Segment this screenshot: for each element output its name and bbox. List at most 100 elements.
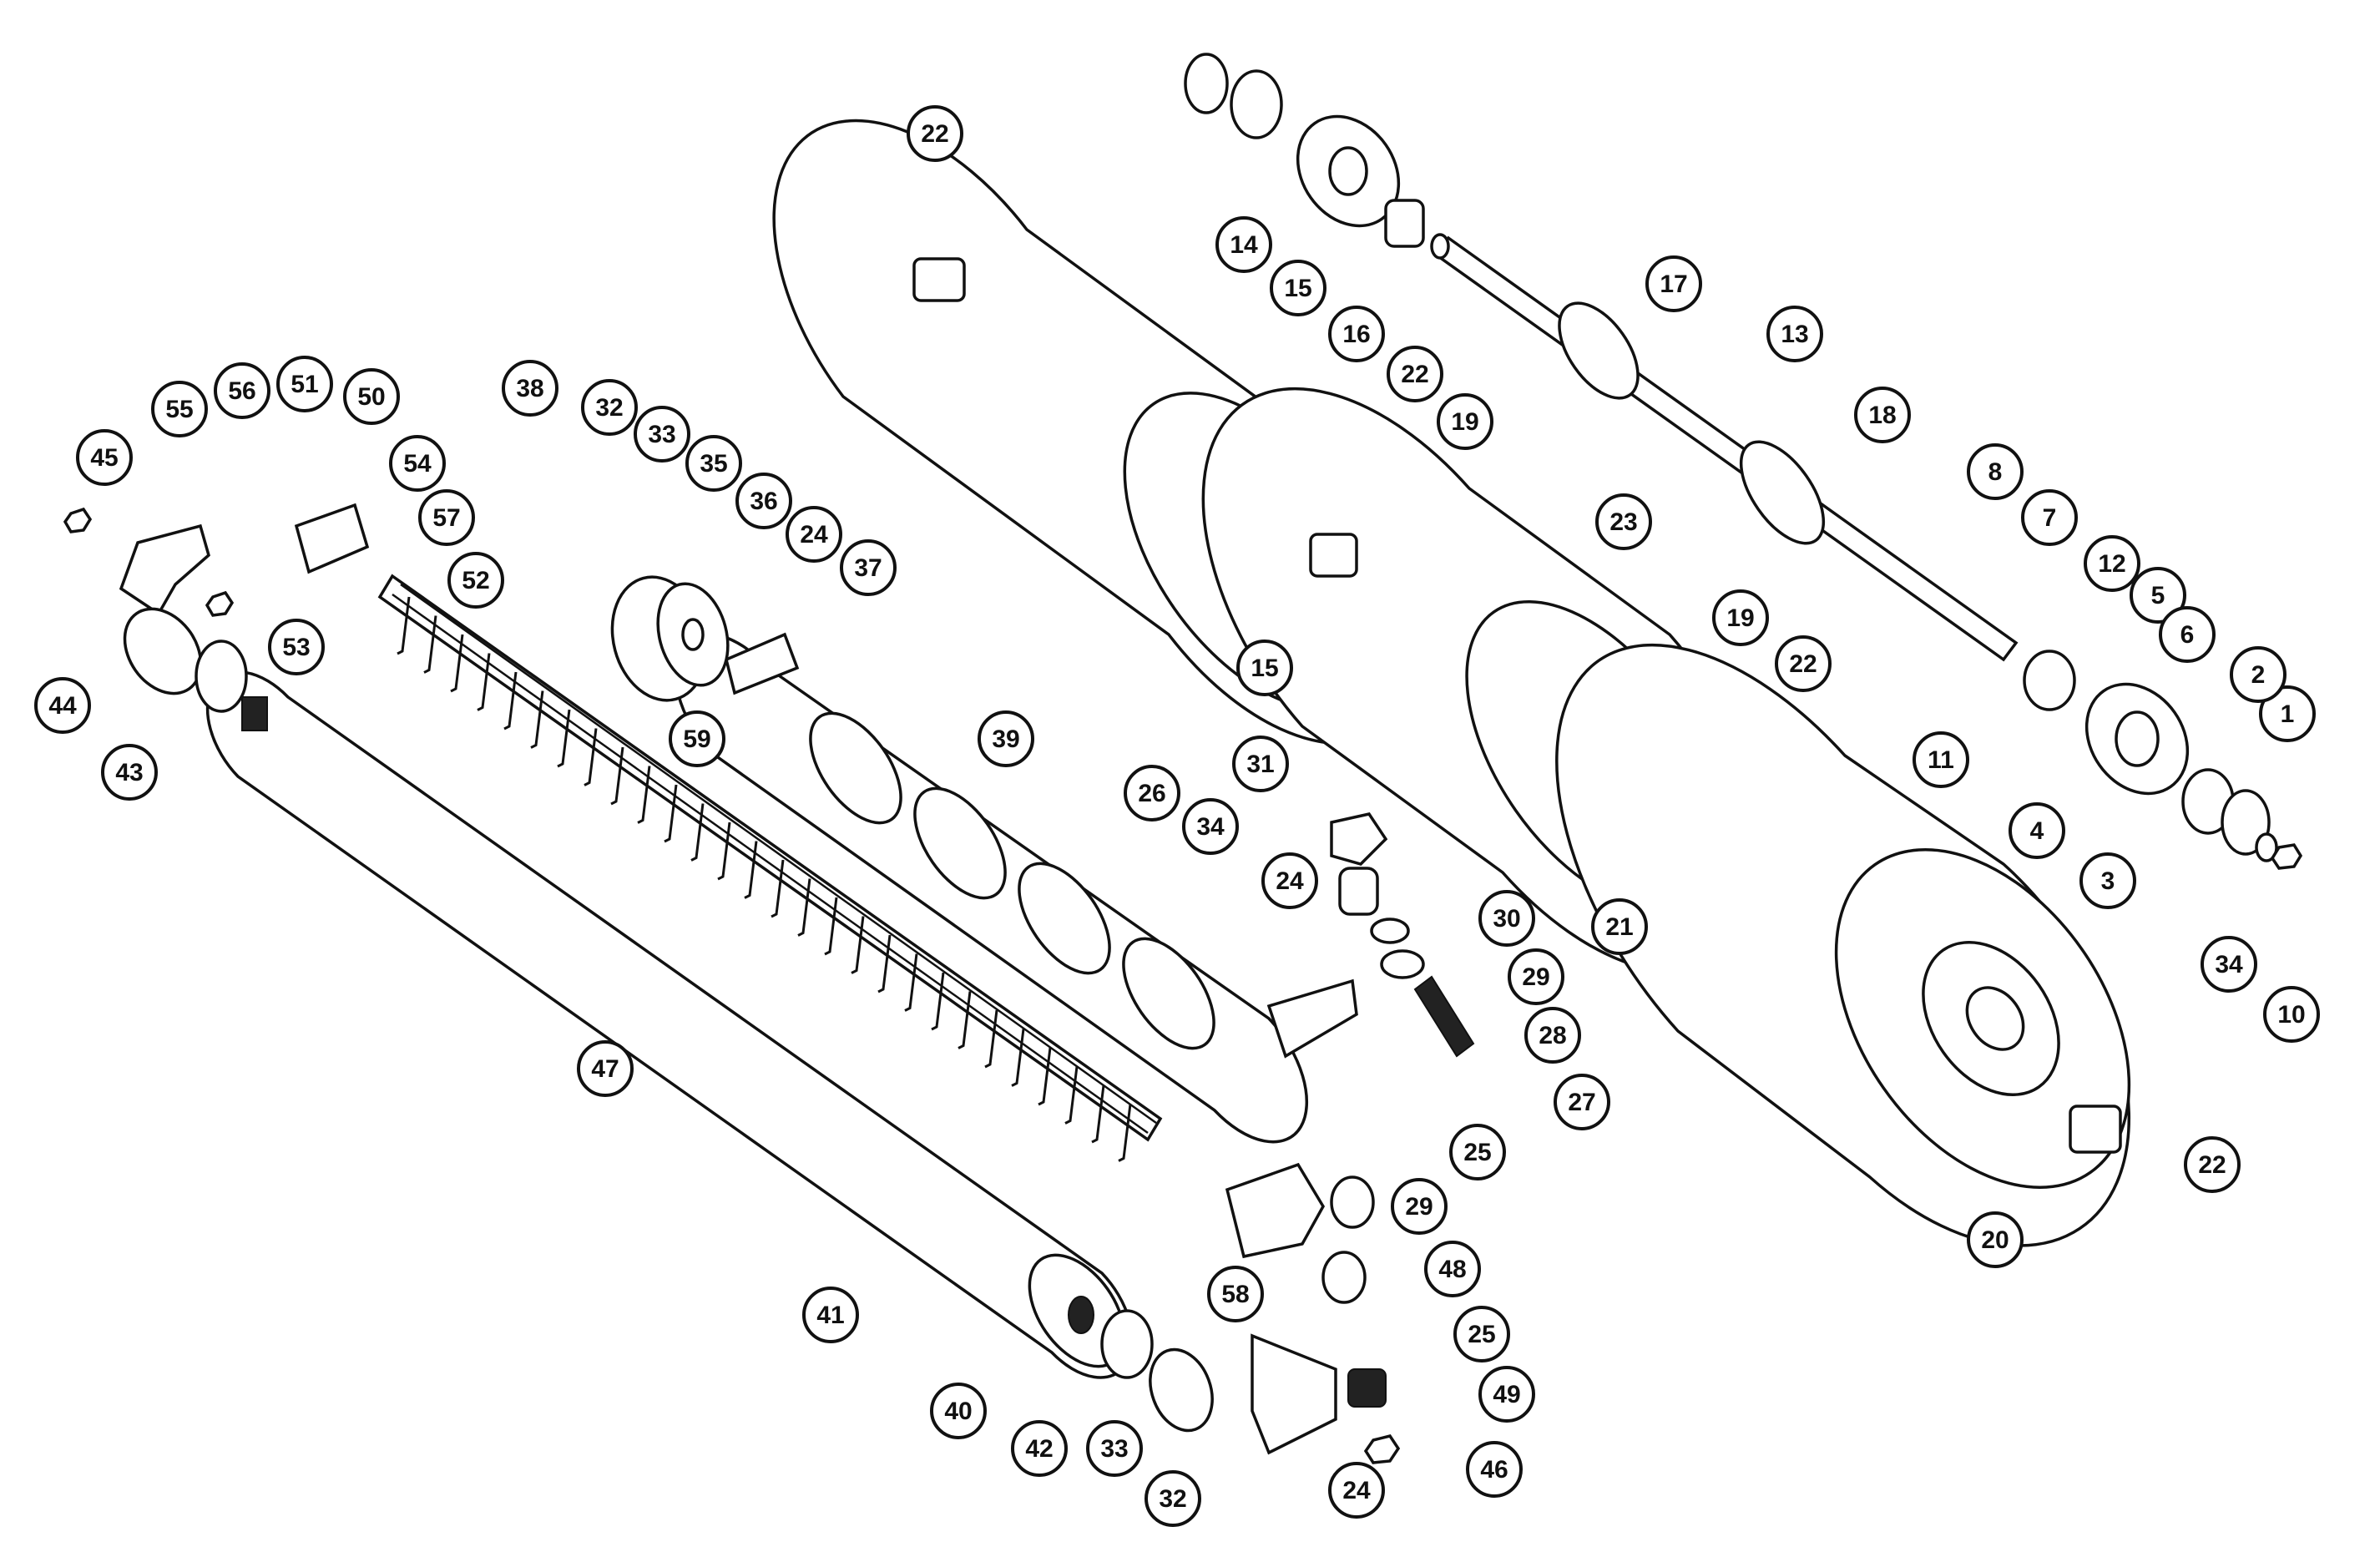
callout-circle [978, 710, 1034, 767]
callout-label: 2 [2251, 661, 2266, 689]
callout-c20: 20 [1967, 1211, 2024, 1268]
callout-circle [1453, 1306, 1510, 1362]
callout-circle [447, 552, 504, 609]
callout-circle [389, 435, 446, 492]
callout-c33a: 33 [634, 406, 690, 463]
left-bracket [63, 503, 370, 713]
callout-label: 31 [1246, 751, 1274, 778]
callout-c47: 47 [577, 1040, 634, 1097]
callout-layer: 1234567810111213141515161718191920212222… [34, 105, 2320, 1527]
callout-label: 44 [48, 692, 77, 720]
callout-label: 34 [2215, 951, 2243, 978]
callout-c22a: 22 [907, 105, 963, 162]
callout-circle [34, 677, 91, 734]
right-bearing-assembly [2023, 650, 2303, 870]
callout-c19b: 19 [1712, 589, 1769, 646]
callout-circle [1449, 1124, 1506, 1180]
callout-circle [669, 710, 725, 767]
callout-label: 13 [1781, 321, 1808, 348]
callout-label: 4 [2030, 817, 2044, 845]
callout-circle [214, 362, 270, 419]
callout-label: 35 [700, 450, 727, 478]
callout-label: 24 [1276, 867, 1304, 895]
callout-circle [1086, 1420, 1143, 1477]
callout-circle [1270, 260, 1326, 316]
callout-label: 21 [1605, 913, 1633, 941]
callout-label: 24 [1342, 1477, 1371, 1504]
callout-label: 59 [683, 725, 710, 753]
callout-label: 38 [516, 375, 543, 402]
callout-label: 5 [2151, 582, 2165, 609]
callout-c40: 40 [930, 1383, 987, 1439]
callout-label: 33 [648, 421, 675, 448]
callout-c44: 44 [34, 677, 91, 734]
callout-label: 19 [1726, 604, 1754, 632]
callout-circle [502, 360, 558, 417]
callout-circle [1145, 1470, 1201, 1527]
callout-circle [907, 105, 963, 162]
callout-circle [1182, 798, 1239, 855]
knob-assembly [1330, 812, 1475, 1058]
callout-label: 33 [1100, 1435, 1128, 1463]
callout-circle [268, 619, 325, 675]
callout-label: 48 [1438, 1256, 1466, 1283]
callout-c11: 11 [1913, 731, 1969, 788]
callout-label: 54 [403, 450, 432, 478]
callout-label: 22 [921, 120, 948, 148]
callout-circle [1913, 731, 1969, 788]
callout-c15b: 15 [1236, 640, 1293, 696]
callout-label: 58 [1221, 1281, 1249, 1308]
callout-label: 22 [1789, 650, 1817, 678]
callout-circle [1215, 216, 1272, 273]
callout-c4: 4 [2009, 802, 2065, 859]
top-bearing-assembly [1184, 53, 1425, 248]
callout-circle [1524, 1007, 1581, 1064]
callout-c29b: 29 [1391, 1178, 1448, 1235]
callout-label: 18 [1868, 402, 1896, 429]
callout-c41: 41 [802, 1287, 859, 1343]
callout-c34a: 34 [1182, 798, 1239, 855]
callout-c27: 27 [1554, 1074, 1610, 1130]
callout-c2: 2 [2230, 646, 2287, 703]
callout-label: 14 [1230, 231, 1258, 259]
callout-label: 17 [1660, 270, 1687, 298]
callout-c24b: 24 [1261, 852, 1318, 909]
callout-label: 29 [1522, 963, 1549, 991]
callout-circle [634, 406, 690, 463]
callout-c36: 36 [735, 473, 792, 529]
callout-label: 3 [2101, 867, 2115, 895]
callout-c26: 26 [1124, 765, 1180, 822]
callout-circle [1478, 1366, 1535, 1423]
callout-circle [343, 368, 400, 425]
callout-c35: 35 [685, 435, 742, 492]
callout-label: 45 [90, 444, 118, 472]
callout-c23: 23 [1595, 493, 1652, 550]
callout-label: 29 [1405, 1193, 1433, 1221]
callout-circle [1328, 306, 1385, 362]
callout-circle [1232, 736, 1289, 792]
callout-label: 42 [1025, 1435, 1053, 1463]
callout-c24c: 24 [1328, 1462, 1385, 1519]
callout-c25a: 25 [1449, 1124, 1506, 1180]
callout-c10: 10 [2263, 986, 2320, 1043]
callout-label: 46 [1480, 1456, 1508, 1484]
callout-c17: 17 [1645, 255, 1702, 312]
callout-c24a: 24 [786, 506, 842, 563]
callout-label: 12 [2098, 550, 2125, 578]
roller-long [205, 670, 1154, 1379]
callout-c49: 49 [1478, 1366, 1535, 1423]
callout-c30: 30 [1478, 890, 1535, 947]
callout-c5: 5 [2130, 567, 2186, 624]
callout-circle [1967, 443, 2024, 500]
callout-label: 43 [115, 759, 143, 786]
callout-circle [802, 1287, 859, 1343]
drum-right [1555, 643, 2131, 1247]
callout-circle [1766, 306, 1823, 362]
side-wheel [610, 575, 730, 702]
callout-c46: 46 [1466, 1441, 1523, 1498]
callout-circle [1645, 255, 1702, 312]
callout-circle [1712, 589, 1769, 646]
callout-label: 24 [800, 521, 828, 549]
callout-c32b: 32 [1145, 1470, 1201, 1527]
callout-c32a: 32 [581, 379, 638, 436]
